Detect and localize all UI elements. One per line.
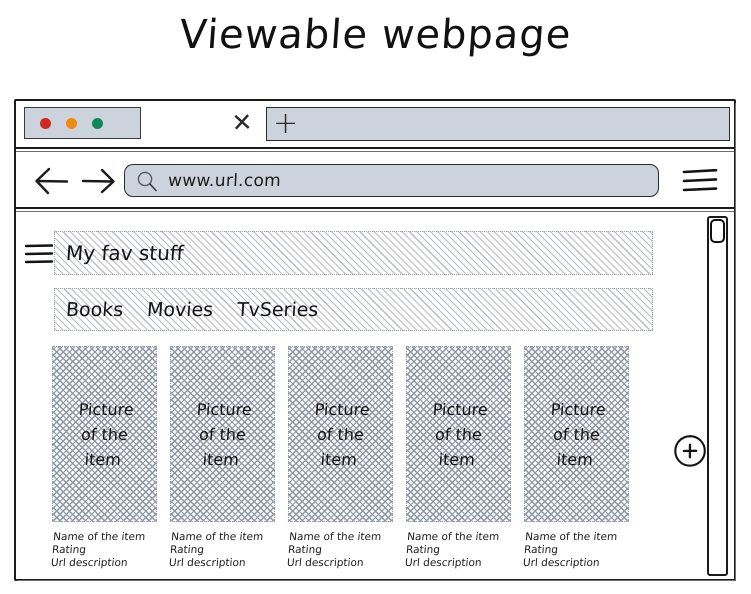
plus-circle-icon: [674, 435, 706, 467]
item-card[interactable]: Picture of the item Name of the item Rat…: [168, 346, 276, 570]
item-card[interactable]: Picture of the item Name of the item Rat…: [404, 346, 512, 570]
webpage-content: My fav stuff Books Movies TvSeries Pictu…: [16, 212, 734, 579]
item-name: Name of the item: [406, 531, 500, 543]
nav-item-books[interactable]: Books: [65, 298, 124, 321]
item-rating: Rating: [169, 544, 205, 556]
window-controls: [24, 107, 141, 139]
url-bar[interactable]: www.url.com: [124, 164, 659, 197]
item-card-grid: Picture of the item Name of the item Rat…: [50, 346, 630, 570]
item-url-description: Url description: [404, 557, 483, 569]
new-tab-button[interactable]: +: [266, 107, 730, 141]
site-nav: Books Movies TvSeries: [54, 288, 653, 331]
item-name: Name of the item: [524, 531, 618, 543]
item-url-description: Url description: [286, 557, 365, 569]
item-url-description: Url description: [50, 557, 129, 569]
item-url-description: Url description: [522, 557, 601, 569]
site-header: My fav stuff: [54, 231, 653, 275]
item-rating: Rating: [405, 544, 441, 556]
nav-item-movies[interactable]: Movies: [146, 298, 215, 321]
scrollbar-thumb[interactable]: [710, 219, 725, 243]
url-text: www.url.com: [167, 170, 282, 191]
item-thumbnail[interactable]: Picture of the item: [170, 346, 275, 522]
page-title: Viewable webpage: [177, 12, 574, 58]
item-thumbnail-label: Picture of the item: [314, 399, 371, 469]
browser-menu-button[interactable]: [680, 167, 720, 195]
item-thumbnail[interactable]: Picture of the item: [406, 346, 511, 522]
hamburger-menu-icon: [24, 244, 54, 264]
back-button[interactable]: [33, 164, 73, 198]
item-thumbnail-label: Picture of the item: [432, 399, 489, 469]
item-name: Name of the item: [52, 531, 146, 543]
item-thumbnail[interactable]: Picture of the item: [288, 346, 393, 522]
item-name: Name of the item: [288, 531, 382, 543]
item-meta: Name of the item Rating Url description: [168, 531, 276, 570]
item-name: Name of the item: [170, 531, 264, 543]
site-menu-button[interactable]: [24, 242, 54, 266]
minimize-dot[interactable]: [66, 117, 77, 129]
browser-window: ✕ + www.url.com: [14, 99, 736, 581]
item-thumbnail-label: Picture of the item: [78, 399, 135, 469]
close-tab-icon[interactable]: ✕: [230, 107, 254, 138]
arrow-left-icon: [35, 167, 69, 195]
item-rating: Rating: [287, 544, 323, 556]
item-meta: Name of the item Rating Url description: [522, 531, 630, 570]
item-url-description: Url description: [168, 557, 247, 569]
item-rating: Rating: [51, 544, 87, 556]
item-rating: Rating: [523, 544, 559, 556]
arrow-right-icon: [81, 168, 115, 194]
nav-item-tvseries[interactable]: TvSeries: [236, 298, 320, 321]
item-thumbnail-label: Picture of the item: [550, 399, 607, 469]
item-card[interactable]: Picture of the item Name of the item Rat…: [50, 346, 158, 570]
page-scrollbar[interactable]: [707, 216, 728, 576]
add-item-button[interactable]: [673, 434, 707, 468]
site-header-title: My fav stuff: [65, 241, 185, 265]
item-thumbnail-label: Picture of the item: [196, 399, 253, 469]
search-icon: [137, 171, 157, 191]
maximize-dot[interactable]: [92, 117, 103, 129]
item-card[interactable]: Picture of the item Name of the item Rat…: [286, 346, 394, 570]
item-meta: Name of the item Rating Url description: [404, 531, 512, 570]
item-card[interactable]: Picture of the item Name of the item Rat…: [522, 346, 630, 570]
browser-nav-bar: www.url.com: [16, 154, 734, 212]
item-meta: Name of the item Rating Url description: [50, 531, 158, 570]
forward-button[interactable]: [79, 164, 119, 198]
hamburger-menu-icon: [682, 168, 718, 192]
item-thumbnail[interactable]: Picture of the item: [524, 346, 629, 522]
browser-tab-bar: ✕ +: [16, 101, 734, 152]
item-meta: Name of the item Rating Url description: [286, 531, 394, 570]
close-dot[interactable]: [40, 117, 51, 129]
item-thumbnail[interactable]: Picture of the item: [52, 346, 157, 522]
plus-icon: +: [273, 106, 299, 141]
